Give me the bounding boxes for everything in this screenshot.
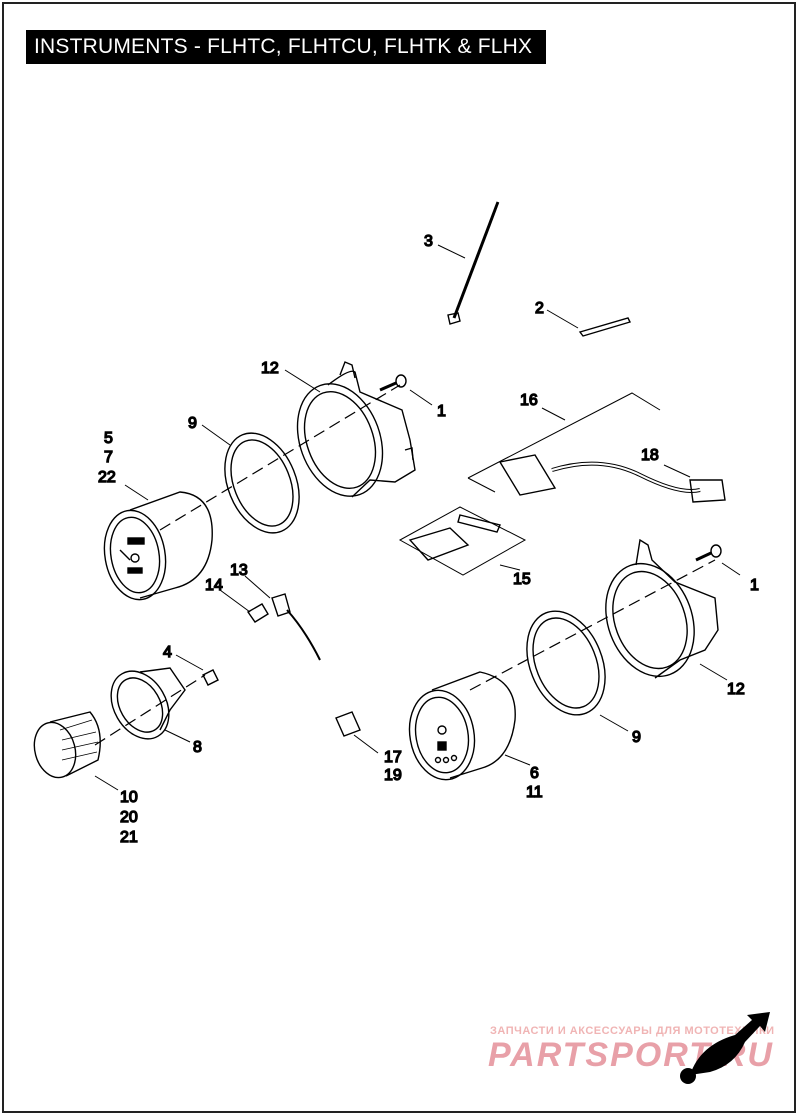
screw-part-right bbox=[695, 544, 722, 562]
sensor-part bbox=[271, 593, 321, 661]
callout-12-right: 12 bbox=[727, 681, 745, 698]
watermark-tagline: ЗАПЧАСТИ И АКСЕССУАРЫ ДЛЯ МОТОТЕХНИКИ bbox=[490, 1025, 775, 1037]
callout-4: 4 bbox=[163, 644, 172, 661]
callout-17: 17 bbox=[384, 749, 402, 766]
plug-part bbox=[246, 603, 269, 623]
callout-11: 11 bbox=[526, 784, 543, 801]
callout-labels: 3 2 12 1 9 16 5 7 22 18 1 15 13 14 4 12 … bbox=[97, 232, 759, 846]
centerlines bbox=[94, 384, 716, 746]
callout-15: 15 bbox=[513, 571, 531, 588]
callout-19: 19 bbox=[384, 767, 402, 784]
callout-7: 7 bbox=[104, 449, 113, 466]
gauge-housing-top bbox=[296, 361, 416, 498]
callout-5: 5 bbox=[104, 430, 113, 447]
callout-18: 18 bbox=[641, 447, 659, 464]
large-gauge-part bbox=[103, 491, 213, 601]
bezel-ring-top bbox=[224, 432, 300, 534]
gauge-housing-right bbox=[605, 538, 719, 679]
bezel-ring-right bbox=[526, 610, 606, 716]
callout-8: 8 bbox=[193, 739, 202, 756]
callout-20: 20 bbox=[120, 809, 138, 826]
gauge-bracket-part bbox=[110, 667, 186, 740]
callout-1-right: 1 bbox=[750, 577, 759, 594]
callout-13: 13 bbox=[230, 562, 248, 579]
watermark: ЗАПЧАСТИ И АКСЕССУАРЫ ДЛЯ МОТОТЕХНИКИ PA… bbox=[488, 1012, 775, 1084]
callout-21: 21 bbox=[120, 829, 138, 846]
screw-part-top bbox=[379, 374, 407, 392]
callout-2: 2 bbox=[535, 300, 544, 317]
fuse-kit-part bbox=[398, 506, 527, 576]
callout-16: 16 bbox=[520, 392, 538, 409]
callout-6: 6 bbox=[530, 765, 539, 782]
cable-strap-part bbox=[447, 201, 501, 325]
page-title: INSTRUMENTS - FLHTC, FLHTCU, FLHTK & FLH… bbox=[26, 30, 547, 64]
connector-part bbox=[335, 711, 361, 737]
callout-10: 10 bbox=[120, 789, 138, 806]
leader-lines bbox=[94, 244, 741, 791]
motorcycle-logo-icon bbox=[680, 1012, 770, 1084]
callout-12-top: 12 bbox=[261, 360, 279, 377]
callout-1-top: 1 bbox=[437, 403, 446, 420]
callout-22: 22 bbox=[98, 469, 116, 486]
callout-9-right: 9 bbox=[632, 729, 641, 746]
second-gauge-part bbox=[408, 671, 516, 781]
nut-part bbox=[202, 669, 219, 686]
callout-9-left: 9 bbox=[188, 415, 197, 432]
small-gauge-part bbox=[33, 711, 101, 779]
wiring-harness-part bbox=[467, 392, 726, 503]
pin-part bbox=[578, 317, 631, 337]
callout-3: 3 bbox=[424, 233, 433, 250]
callout-14: 14 bbox=[205, 577, 223, 594]
